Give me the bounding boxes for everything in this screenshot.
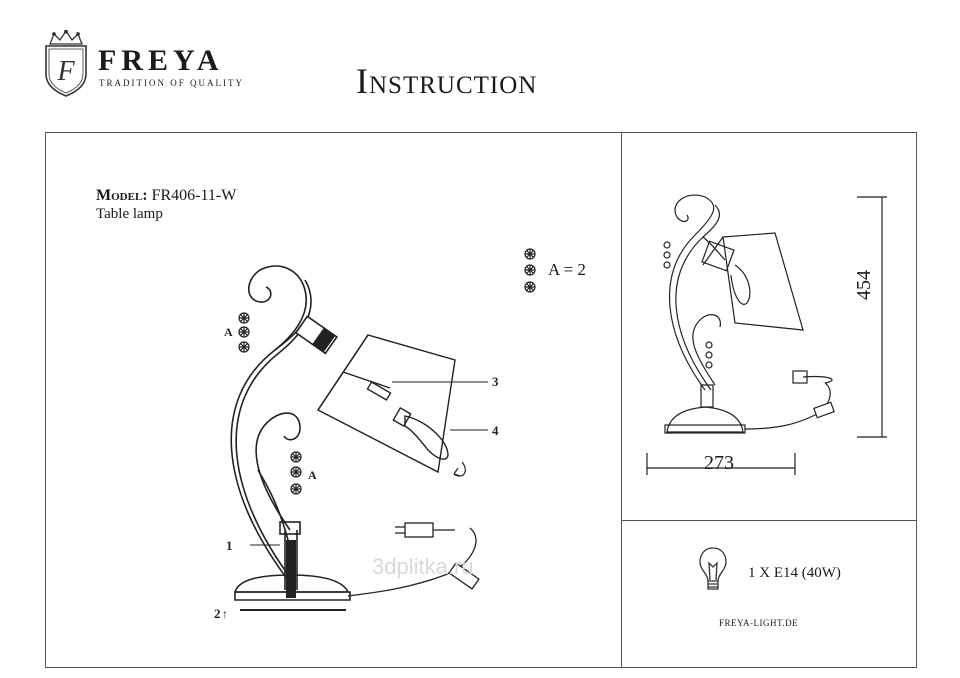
page-title: Instruction [356, 61, 538, 101]
inline-switch [448, 562, 480, 590]
crystal-legend-icon [524, 248, 536, 293]
crystal-icon [238, 326, 250, 338]
brand-tagline: TRADITION OF QUALITY [99, 78, 244, 88]
vertical-divider [621, 132, 622, 667]
bulb-specification: 1 X E14 (40W) [748, 565, 841, 581]
shield-icon [45, 45, 87, 97]
svg-text:↑: ↑ [222, 607, 228, 621]
dimension-width: 273 [704, 452, 734, 474]
threaded-rod [286, 540, 296, 598]
model-line: Model: FR406-11-W [96, 187, 236, 205]
crystal-quantity: A = 2 [548, 260, 586, 279]
instruction-frame [45, 132, 917, 668]
callout-3: 3 [492, 374, 499, 389]
crystal-icon [290, 451, 302, 463]
brand-logo-emblem: F [40, 29, 92, 100]
crystal-icon [238, 312, 250, 324]
upper-arm [230, 265, 307, 581]
stem [284, 530, 298, 590]
crystal-icon [238, 341, 250, 353]
website-url: FREYA-LIGHT.DE [719, 618, 799, 628]
emblem-letter: F [56, 56, 75, 87]
shade-ring [366, 381, 392, 401]
crystal-icon [290, 466, 302, 478]
brand-name: FREYA [98, 44, 224, 77]
light-bulb-icon [698, 545, 728, 595]
model-label: Model: [96, 187, 148, 204]
callout-1: 1 [226, 538, 233, 553]
callout-2: 2 [214, 606, 221, 621]
power-cable [347, 527, 477, 597]
watermark: 3dplitka.ru [372, 554, 474, 579]
horizontal-divider [621, 520, 916, 521]
callout-a-top: A [224, 325, 233, 339]
callout-a-bottom: A [308, 468, 317, 482]
lamp-base [233, 574, 350, 593]
crown-icon [49, 29, 83, 45]
callout-4: 4 [492, 423, 499, 438]
crystal-icon [290, 483, 302, 495]
model-value: FR406-11-W [151, 187, 237, 204]
candle-bulb [404, 415, 449, 460]
lamp-shade [316, 334, 456, 474]
product-type: Table lamp [96, 206, 163, 222]
dimension-height: 454 [853, 270, 875, 300]
power-plug [404, 522, 434, 538]
assembly-drawing: 3 4 1 2 A A ↑ [200, 240, 620, 625]
dimension-drawing [625, 185, 915, 485]
